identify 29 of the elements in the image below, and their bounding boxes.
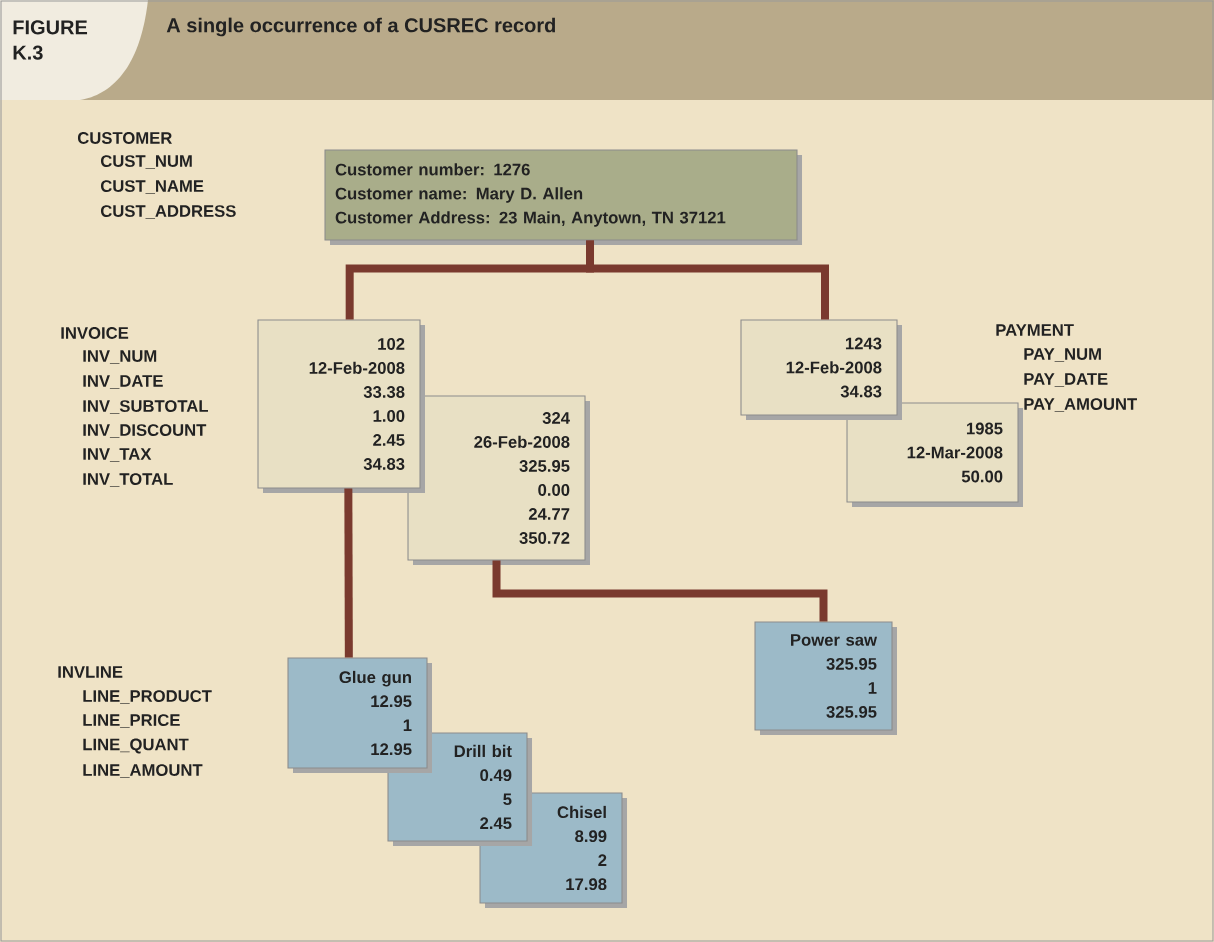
field-name: INV_SUBTOTAL: [83, 400, 208, 414]
field-name: PAY_NUM: [1024, 348, 1101, 362]
field-name: INV_TAX: [83, 448, 152, 462]
field-name: INV_DATE: [83, 375, 163, 389]
field-name: LINE_PRODUCT: [83, 690, 212, 704]
field-name: INV_NUM: [83, 350, 157, 364]
field-name: INVLINE: [58, 666, 123, 678]
record-box: 1243 12-Feb-2008 34.83: [740, 319, 902, 420]
field-name: INV_TOTAL: [83, 473, 173, 487]
field-name: CUST_ADDRESS: [100, 205, 236, 219]
field-name: LINE_QUANT: [83, 738, 189, 754]
field-name: PAY_AMOUNT: [1024, 398, 1137, 412]
field-name: CUSTOMER: [77, 132, 172, 144]
field-name: INVOICE: [61, 327, 129, 339]
record-box: Glue gun 12.95 1 12.95: [287, 657, 432, 773]
field-name: LINE_AMOUNT: [83, 764, 203, 778]
field-name: CUST_NUM: [100, 155, 192, 169]
field-name: LINE_PRICE: [83, 714, 180, 728]
record-box: 1985 12-Mar-2008 50.00: [846, 402, 1023, 507]
record-box: 102 12-Feb-2008 33.38 1.00 2.45 34.83: [257, 319, 425, 493]
field-name: PAYMENT: [996, 324, 1074, 336]
figure-title: A single occurrence of a CUSREC record: [166, 17, 555, 37]
record-box: 324 26-Feb-2008 325.95 0.00 24.77 350.72: [407, 395, 590, 565]
field-name: INV_DISCOUNT: [83, 424, 207, 438]
figure-number: FIGURE K.3: [13, 20, 88, 60]
record-box: Power saw 325.95 1 325.95: [754, 621, 897, 735]
record-box: Customer number: 1276 Customer name: Mary D. Allen Customer Address: 23 Main, Anytown, TN 37121: [324, 149, 802, 245]
field-name: PAY_DATE: [1024, 373, 1108, 387]
field-name: CUST_NAME: [100, 180, 204, 194]
